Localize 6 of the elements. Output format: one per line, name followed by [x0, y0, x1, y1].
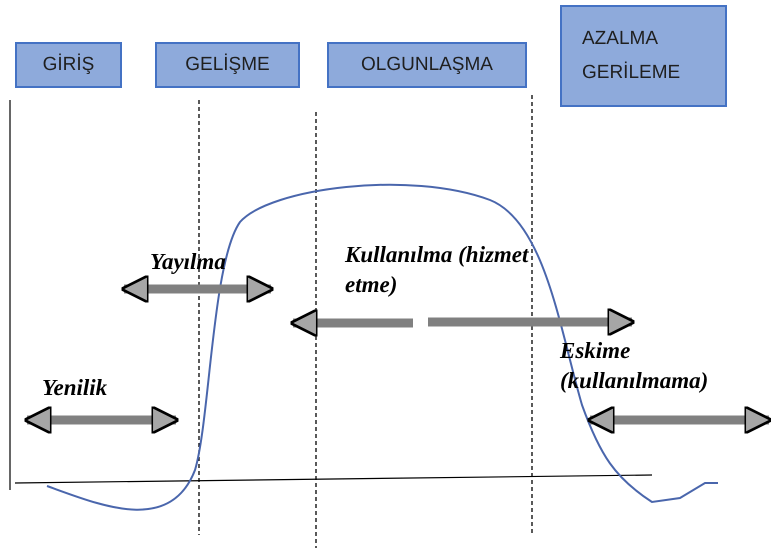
stage-box: GİRİŞ	[15, 42, 122, 88]
phase-label: Yenilik	[42, 374, 108, 402]
stage-box: GELİŞME	[155, 42, 300, 88]
phase-label: Kullanılma (hizmet etme)	[345, 241, 530, 299]
stage-box: AZALMA GERİLEME	[560, 5, 727, 107]
stage-box: OLGUNLAŞMA	[327, 42, 527, 88]
